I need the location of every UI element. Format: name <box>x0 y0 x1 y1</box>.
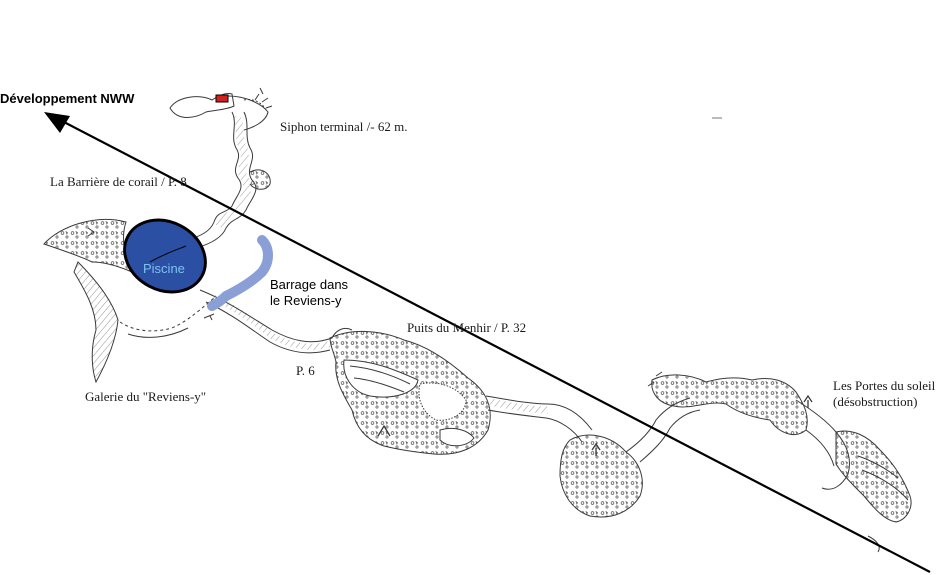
siphon-terminal-passage <box>169 87 273 131</box>
piscine-pool <box>123 218 207 294</box>
piscine-label: Piscine <box>143 261 185 276</box>
barriere-corail-label: La Barrière de corail / P. 8 <box>50 174 187 189</box>
siphon-terminal-label: Siphon terminal /- 62 m. <box>280 119 408 134</box>
puits-menhir-label: Puits du Menhir / P. 32 <box>407 320 527 335</box>
portes-soleil-line2: (désobstruction) <box>833 394 918 409</box>
barrage-passage <box>207 235 273 311</box>
direction-arrow <box>44 112 931 573</box>
middle-pit-chamber <box>559 397 701 518</box>
middle-passage <box>485 395 593 443</box>
barrage-label-line1: Barrage dans <box>270 277 349 292</box>
p6-label: P. 6 <box>296 363 315 378</box>
portes-soleil-label: Les Portes du soleil (désobstruction) <box>833 378 935 410</box>
galerie-reviens-y <box>43 218 215 384</box>
piscine-pointer-line <box>149 245 187 263</box>
portes-soleil-line1: Les Portes du soleil <box>833 378 936 393</box>
galerie-reviens-label: Galerie du "Reviens-y" <box>85 389 207 404</box>
barrage-label-line2: le Reviens-y <box>270 293 342 308</box>
right-passages <box>647 371 912 553</box>
barrage-label: Barrage dans le Reviens-y <box>270 277 348 309</box>
upper-winding-passage <box>187 111 271 249</box>
direction-label: Développement NWW <box>0 91 135 106</box>
main-passage <box>199 289 353 354</box>
puits-du-menhir-chamber <box>329 330 491 455</box>
siphon-marker <box>215 94 229 103</box>
